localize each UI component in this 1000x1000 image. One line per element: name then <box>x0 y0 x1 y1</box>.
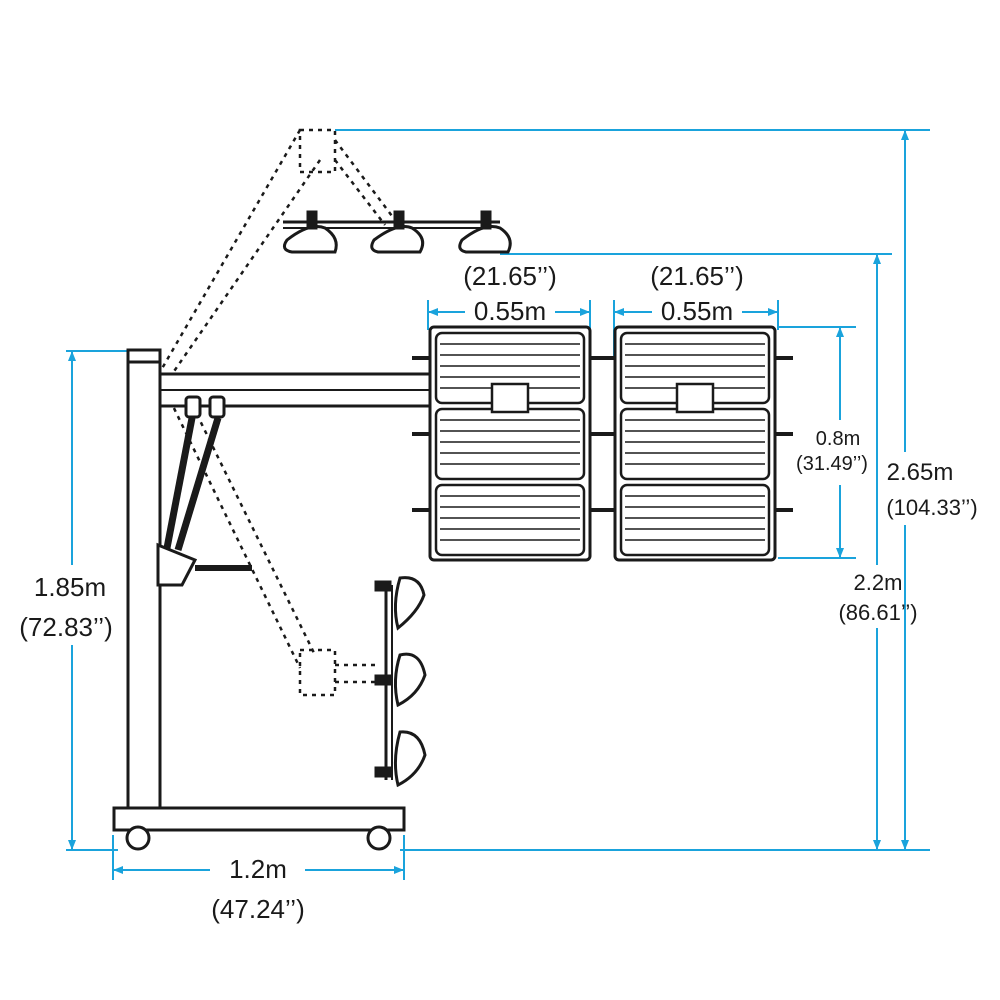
main-stand <box>112 348 432 851</box>
light-panel-left-hub <box>490 382 530 414</box>
lower-height-metric: 1.85m <box>34 572 106 602</box>
light-height-metric: 2.2m <box>854 570 903 595</box>
panel-width-left-imperial: (21.65’’) <box>463 261 556 291</box>
light-panels <box>412 325 793 562</box>
light-height-imperial: (86.61’’) <box>838 600 917 625</box>
max-height-imperial: (104.33’’) <box>886 495 977 520</box>
vertical-column <box>126 348 162 810</box>
base-plate <box>112 806 406 832</box>
light-panel-left-lamp-3 <box>434 483 586 557</box>
dimension-lines <box>66 129 930 880</box>
panel-width-right-imperial: (21.65’’) <box>650 261 743 291</box>
light-panel-right-hub <box>675 382 715 414</box>
wheel-left <box>125 825 151 851</box>
wheel-right <box>366 825 392 851</box>
lower-height-imperial: (72.83’’) <box>19 612 112 642</box>
panel-height-metric: 0.8m <box>816 428 860 450</box>
base-width-metric: 1.2m <box>229 854 287 884</box>
dimension-labels: (21.65’’) 0.55m (21.65’’) 0.55m 0.8m (31… <box>19 261 977 924</box>
panel-width-right-metric: 0.55m <box>661 296 733 326</box>
base-width-imperial: (47.24’’) <box>211 894 304 924</box>
column-cap <box>126 348 162 364</box>
lowered-hanger-bar <box>374 576 427 788</box>
strut-arms <box>156 395 252 587</box>
light-panel-right-lamp-3 <box>619 483 771 557</box>
raised-hanger-bar <box>282 210 512 254</box>
panel-height-imperial: (31.49’’) <box>796 453 868 475</box>
max-height-metric: 2.65m <box>887 459 954 486</box>
raised-position-dashed <box>158 128 396 697</box>
panel-width-left-metric: 0.55m <box>474 296 546 326</box>
